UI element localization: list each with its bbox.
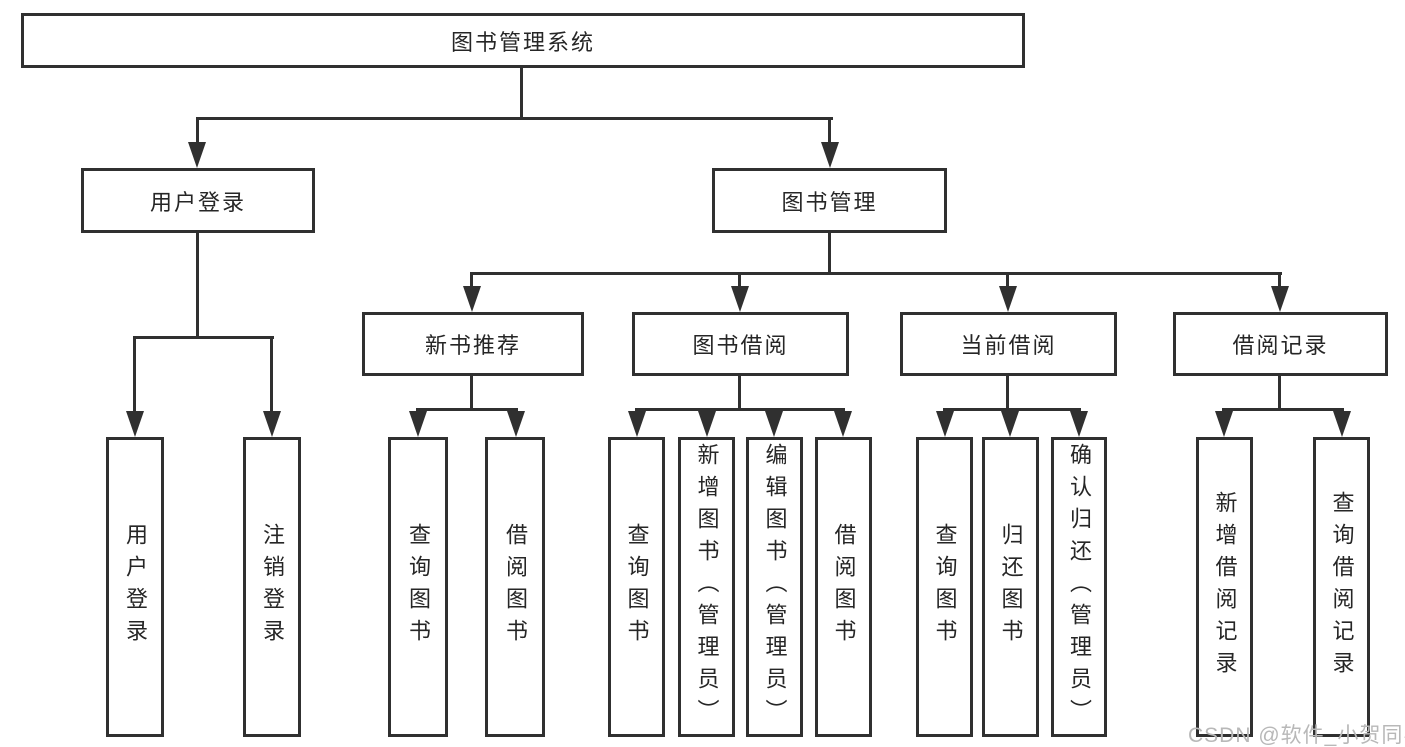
node-label: 图书管理 [781,189,878,215]
arrowhead-down [463,286,481,312]
leaf-label: 查询图书 [624,523,650,651]
node-borrow-records: 借阅记录 [1173,312,1388,376]
leaf-query-borrow-record: 查询借阅记录 [1313,437,1370,737]
leaf-label: 新增借阅记录 [1212,491,1238,683]
connector-user-login-stem [196,233,199,339]
arrowhead-down [936,411,954,437]
arrowhead-down [1271,286,1289,312]
arrowhead-down [263,411,281,437]
leaf-confirm-return-admin: 确认归还（管理员） [1051,437,1107,737]
node-user-login: 用户登录 [81,168,315,233]
connector-recommend-stem [470,376,473,411]
node-label: 用户登录 [149,189,246,215]
leaf-query-books-recommend: 查询图书 [388,437,448,737]
leaf-label: 编辑图书（管理员） [762,443,788,731]
connector-branch-borrow [635,408,845,411]
connector-branch-recommend [416,408,518,411]
leaf-edit-books-admin: 编辑图书（管理员） [746,437,803,737]
arrowhead-down [507,411,525,437]
connector-drop-book-management [828,117,831,145]
node-current-borrow: 当前借阅 [900,312,1117,376]
leaf-label: 归还图书 [998,523,1024,651]
leaf-add-books-admin: 新增图书（管理员） [678,437,735,737]
node-book-management: 图书管理 [712,168,947,233]
arrowhead-down [765,411,783,437]
leaf-label: 查询借阅记录 [1329,491,1355,683]
node-label: 图书借阅 [692,333,789,358]
arrowhead-down [731,286,749,312]
connector-drop-level3 [470,272,473,289]
arrowhead-down [698,411,716,437]
leaf-label: 查询图书 [932,523,958,651]
connector-drop-leaf [133,336,136,414]
node-label: 当前借阅 [960,333,1057,358]
csdn-watermark: CSDN @软件_小贺同学 [1188,724,1405,747]
leaf-label: 查询图书 [406,523,431,651]
connector-drop-level3 [738,272,741,289]
arrowhead-down [1333,411,1351,437]
leaf-add-borrow-record: 新增借阅记录 [1196,437,1253,737]
arrowhead-down [821,142,839,168]
connector-root-stem [520,68,523,120]
node-root-library-system: 图书管理系统 [21,13,1025,68]
connector-book-management-stem [828,233,831,275]
connector-branch-current [943,408,1081,411]
leaf-label: 用户登录 [123,523,148,651]
connector-records-stem [1278,376,1281,411]
arrowhead-down [628,411,646,437]
leaf-label: 借阅图书 [831,523,857,651]
arrowhead-down [834,411,852,437]
connector-drop-level3 [1006,272,1009,289]
connector-branch-level2 [196,117,833,120]
leaf-label: 注销登录 [260,523,285,651]
leaf-borrow-books-borrow: 借阅图书 [815,437,872,737]
arrowhead-down [1001,411,1019,437]
leaf-borrow-books-recommend: 借阅图书 [485,437,545,737]
arrowhead-down [1215,411,1233,437]
leaf-label: 借阅图书 [503,523,528,651]
connector-branch-records [1222,408,1344,411]
connector-drop-user-login [196,117,199,145]
node-label: 图书管理系统 [450,29,595,55]
arrowhead-down [188,142,206,168]
node-label: 借阅记录 [1232,333,1329,358]
leaf-label: 新增图书（管理员） [694,443,720,731]
connector-borrow-stem [738,376,741,411]
arrowhead-down [999,286,1017,312]
connector-branch-user-login [133,336,274,339]
connector-drop-leaf [270,336,273,414]
leaf-return-books: 归还图书 [982,437,1039,737]
arrowhead-down [126,411,144,437]
leaf-query-books-current: 查询图书 [916,437,973,737]
node-label: 新书推荐 [424,333,521,358]
arrowhead-down [409,411,427,437]
connector-current-stem [1006,376,1009,411]
node-new-book-recommend: 新书推荐 [362,312,584,376]
leaf-label: 确认归还（管理员） [1067,443,1092,731]
leaf-user-login: 用户登录 [106,437,164,737]
connector-branch-level3 [470,272,1282,275]
leaf-logout-login: 注销登录 [243,437,301,737]
connector-drop-level3 [1278,272,1281,289]
arrowhead-down [1070,411,1088,437]
node-book-borrow: 图书借阅 [632,312,849,376]
leaf-query-books-borrow: 查询图书 [608,437,665,737]
